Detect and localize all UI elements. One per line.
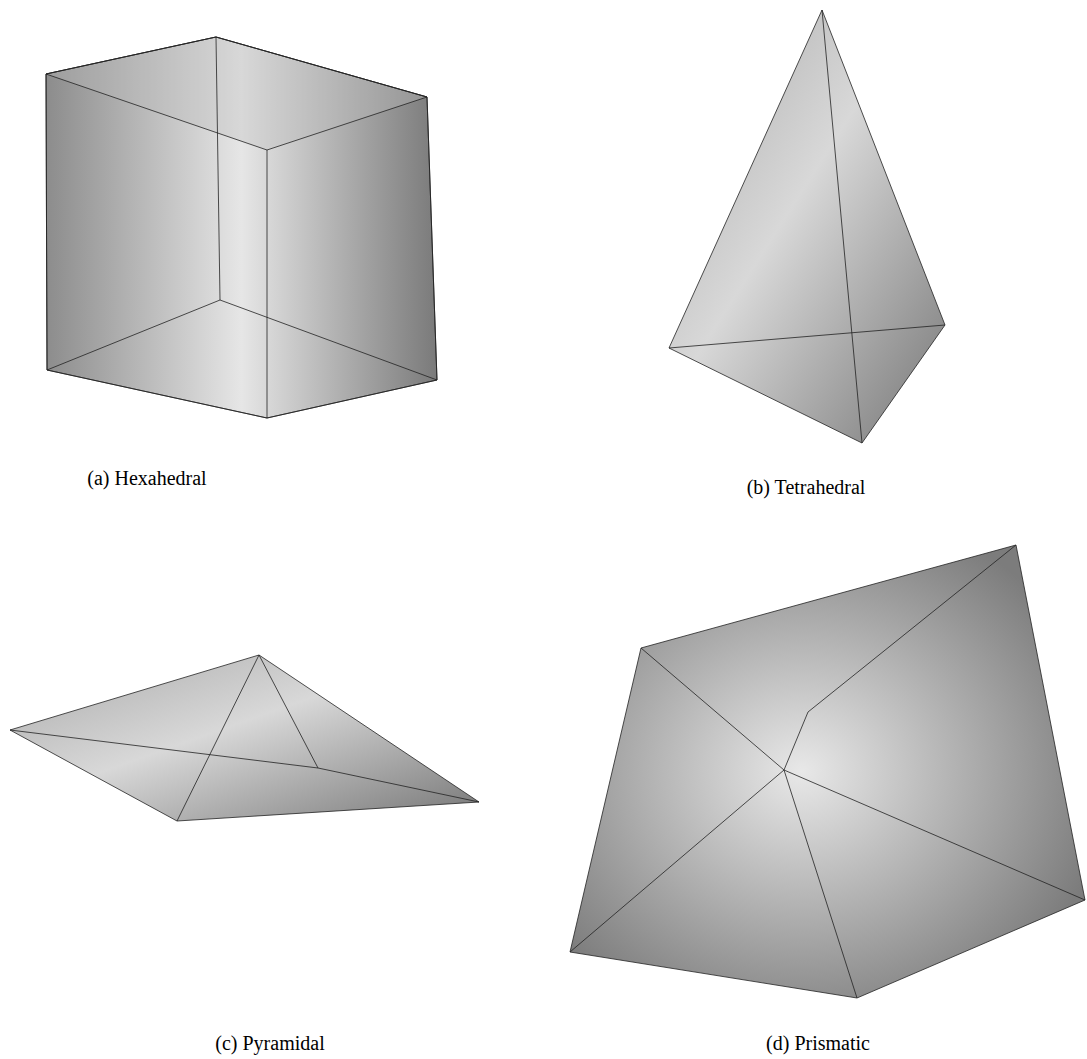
figure-caption: (d) Prismatic [766,1032,870,1055]
prism [570,545,1085,998]
figure-caption: (a) Hexahedral [87,467,206,490]
hexahedron [46,37,437,418]
figure-caption: (b) Tetrahedral [747,476,866,499]
tetrahedron [669,10,945,443]
figure-caption: (c) Pyramidal [215,1032,324,1055]
pyramid [10,655,479,821]
